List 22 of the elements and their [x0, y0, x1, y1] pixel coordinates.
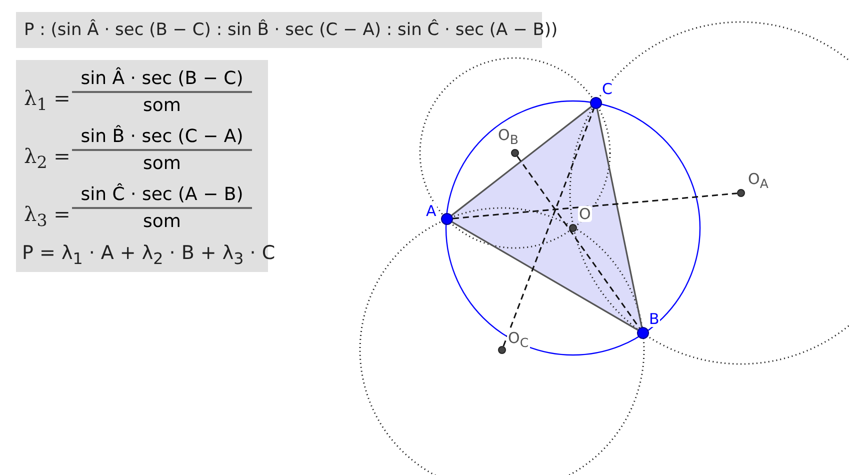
point-label: O$_{C}$ [507, 330, 530, 351]
point-label: B [648, 311, 660, 327]
dashed-line [516, 156, 640, 329]
fraction-denominator: som [142, 94, 182, 116]
dashed-line [452, 192, 738, 220]
point-label: A [425, 203, 438, 219]
formula-text: P : (sin Â · sec (B − C) : sin B̂ · sec (C − A) : sin Ĉ · sec (A − B)) [24, 20, 558, 40]
dashed-line [502, 108, 595, 347]
formula-text: λ$_{3}$ = [24, 202, 70, 230]
formula-text: λ$_{2}$ = [24, 144, 70, 172]
triangle-side [452, 221, 638, 331]
triangle-side [596, 108, 643, 328]
triangle-side [451, 106, 592, 216]
fraction-numerator: sin B̂ · sec (C − A) [72, 126, 252, 151]
fraction-numerator: sin Â · sec (B − C) [72, 68, 252, 93]
fraction-denominator: som [142, 210, 182, 232]
formula-text: P = λ$_{1}$ · A + λ$_{2}$ · B + λ$_{3}$ · C [22, 242, 276, 268]
fraction-numerator: sin Ĉ · sec (A − B) [72, 184, 252, 209]
fraction-denominator: som [142, 152, 182, 174]
point-label: C [601, 81, 614, 97]
point-label: O [578, 206, 592, 222]
formula-text: λ$_{1}$ = [24, 86, 70, 114]
